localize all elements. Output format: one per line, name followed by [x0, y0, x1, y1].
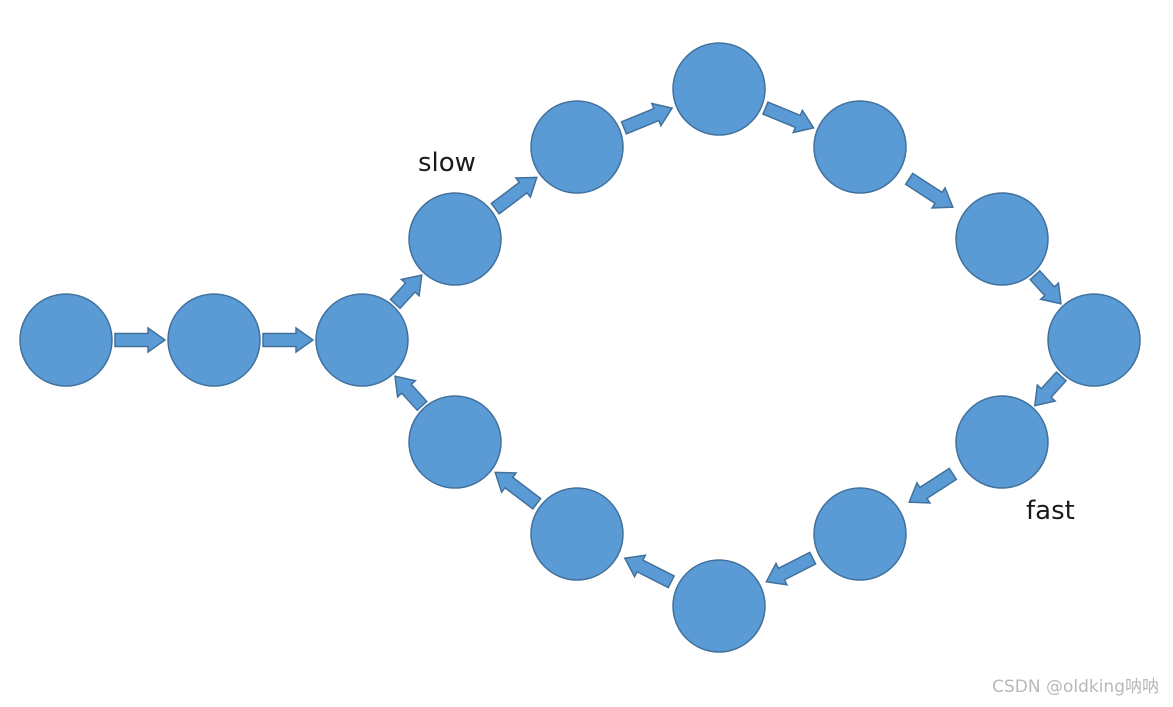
list-node-1	[167, 293, 261, 387]
arrow-3-to-4	[490, 176, 538, 215]
fast-pointer-label: fast	[1026, 496, 1075, 526]
arrow-10-to-11	[765, 551, 817, 586]
list-node-12	[530, 487, 624, 581]
list-node-3	[408, 192, 502, 286]
arrow-9-to-10	[908, 467, 958, 504]
arrow-12-to-13	[494, 471, 542, 510]
nodes-layer	[19, 42, 1141, 653]
list-node-5	[672, 42, 766, 136]
list-node-0	[19, 293, 113, 387]
arrows-layer	[114, 101, 1068, 589]
slow-pointer-label: slow	[418, 148, 476, 178]
list-node-2	[315, 293, 409, 387]
list-node-8	[1047, 293, 1141, 387]
list-node-9	[955, 395, 1049, 489]
arrow-0-to-1	[114, 326, 167, 354]
watermark: CSDN @oldking呐呐	[992, 677, 1159, 697]
list-node-10	[813, 487, 907, 581]
arrow-8-to-9	[1033, 370, 1068, 407]
arrow-1-to-2	[262, 326, 315, 354]
arrow-4-to-5	[620, 102, 674, 135]
arrow-7-to-8	[1029, 269, 1062, 305]
arrow-2-to-3	[389, 274, 423, 310]
arrow-5-to-6	[762, 101, 815, 134]
list-node-4	[530, 100, 624, 194]
arrow-13-to-2	[394, 375, 428, 412]
list-node-13	[408, 395, 502, 489]
arrow-11-to-12	[623, 554, 676, 589]
list-node-11	[672, 559, 766, 653]
arrow-6-to-7	[904, 172, 954, 209]
list-node-7	[955, 192, 1049, 286]
list-node-6	[813, 100, 907, 194]
